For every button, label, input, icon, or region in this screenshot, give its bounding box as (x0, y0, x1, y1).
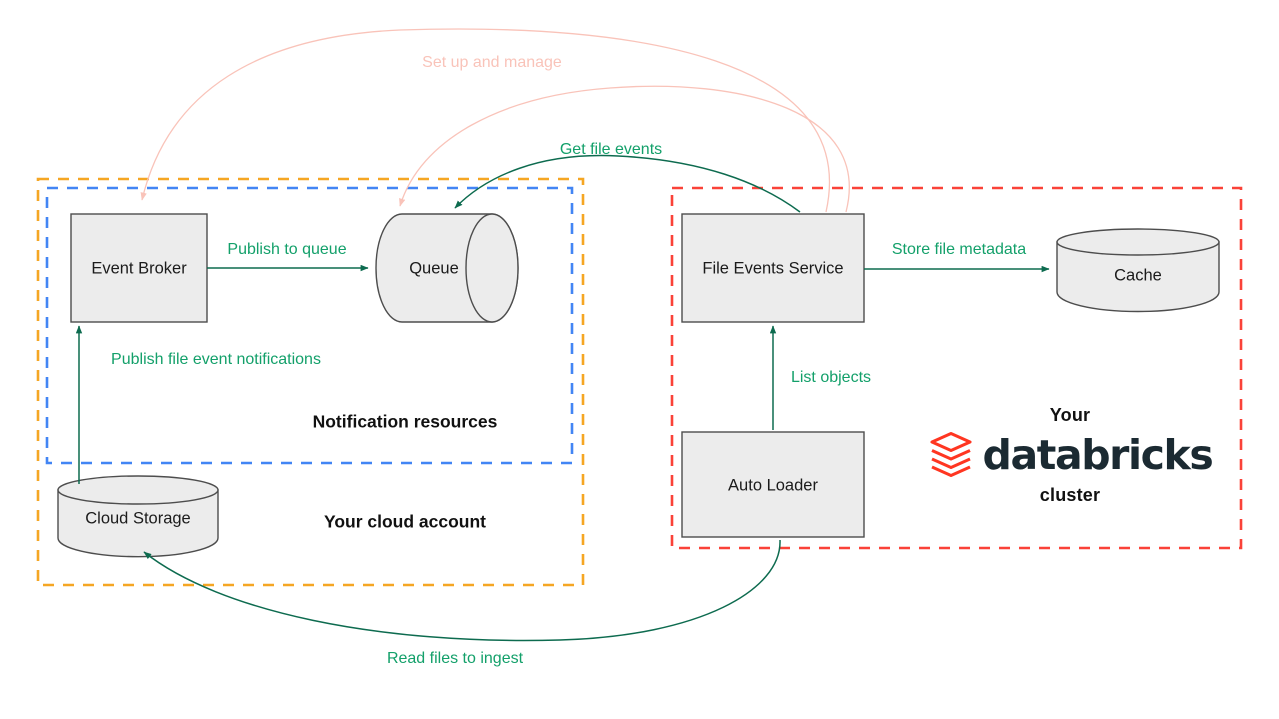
node-file-events-service[interactable] (681, 213, 865, 323)
node-event-broker[interactable] (70, 213, 208, 323)
edge-label-publish-file-event-notifications: Publish file event notifications (111, 351, 321, 368)
edge-set-up-and-manage-broker (140, 28, 831, 213)
edge-label-get-file-events: Get file events (560, 141, 662, 158)
edge-label-set-up-and-manage: Set up and manage (422, 54, 562, 71)
node-cloud-storage[interactable] (57, 489, 219, 558)
node-label-cloud-storage: Cloud Storage (85, 509, 191, 527)
node-auto-loader[interactable] (681, 431, 865, 538)
edge-read-files-to-ingest (143, 539, 781, 642)
node-cloud-storage-cap (57, 475, 219, 505)
zone-your-cloud-account (36, 177, 585, 587)
edge-label-publish-to-queue: Publish to queue (227, 241, 346, 258)
node-label-auto-loader: Auto Loader (728, 476, 818, 494)
edge-label-read-files-to-ingest: Read files to ingest (387, 650, 524, 667)
node-cache-cap (1056, 228, 1220, 256)
node-label-event-broker: Event Broker (91, 259, 187, 277)
zone-label-your-cloud-account: Your cloud account (324, 512, 486, 532)
zone-label-notification-resources: Notification resources (313, 412, 498, 432)
edge-set-up-and-manage-queue (399, 85, 850, 213)
zone-notification-resources (45, 186, 574, 465)
edge-get-file-events (454, 154, 801, 213)
node-label-cache: Cache (1114, 266, 1162, 284)
edge-label-list-objects: List objects (791, 369, 871, 386)
node-cache[interactable] (1056, 241, 1220, 313)
node-label-file-events-service: File Events Service (702, 259, 843, 277)
node-queue-cap (465, 213, 519, 323)
zone-databricks-cluster (670, 186, 1243, 550)
edge-label-store-file-metadata: Store file metadata (892, 241, 1026, 258)
node-label-queue: Queue (409, 259, 459, 277)
